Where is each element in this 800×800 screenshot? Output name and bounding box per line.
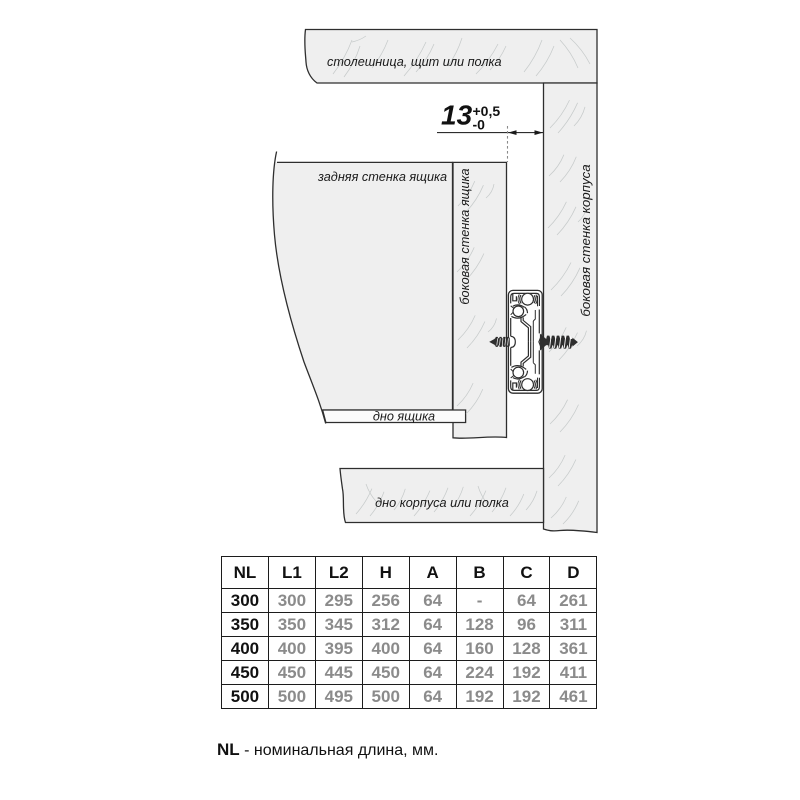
svg-text:дно корпуса или полка: дно корпуса или полка	[375, 496, 509, 510]
svg-text:-0: -0	[473, 117, 486, 133]
svg-text:боковая стенка ящика: боковая стенка ящика	[458, 168, 472, 304]
svg-text:13: 13	[441, 100, 473, 131]
svg-text:дно ящика: дно ящика	[373, 410, 435, 424]
svg-text:столешница, щит или полка: столешница, щит или полка	[327, 55, 502, 69]
svg-text:задняя стенка ящика: задняя стенка ящика	[317, 170, 447, 184]
svg-text:боковая стенка корпуса: боковая стенка корпуса	[578, 164, 593, 316]
svg-text:+0,5: +0,5	[473, 103, 501, 119]
